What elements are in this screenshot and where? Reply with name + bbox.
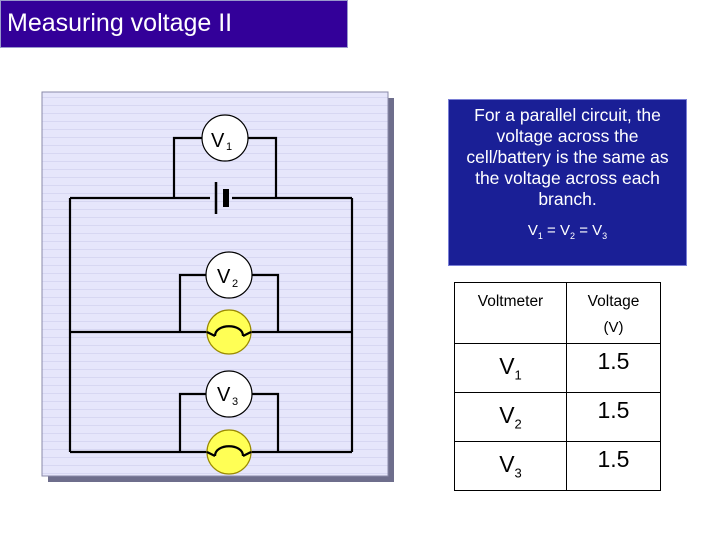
header-voltage: Voltage(V) (566, 282, 661, 344)
voltage-equation: V1 = V2 = V3 (527, 222, 608, 241)
v1-index: 1 (226, 141, 232, 153)
lamp-2 (206, 429, 252, 475)
header-voltmeter: Voltmeter (454, 282, 567, 344)
lamp-1 (206, 309, 252, 355)
title-bar: Measuring voltage II (0, 0, 348, 48)
voltmeter-cell: V1 (454, 343, 567, 393)
table-row: V1 1.5 (454, 343, 661, 393)
v3-letter: V (217, 384, 231, 406)
voltmeter-v1: V 1 (201, 114, 249, 162)
voltage-cell: 1.5 (566, 392, 661, 442)
voltage-table: Voltmeter Voltage(V) V1 1.5 V2 1.5 V3 1.… (454, 282, 661, 491)
info-box: For a parallel circuit, the voltage acro… (448, 99, 687, 266)
table-row: V2 1.5 (454, 392, 661, 442)
table-row: V3 1.5 (454, 441, 661, 491)
v3-index: 3 (232, 396, 238, 408)
v2-index: 2 (232, 278, 238, 290)
voltmeter-v3: V 3 (205, 370, 253, 418)
voltmeter-v2: V 2 (205, 251, 253, 299)
circuit-wires (68, 136, 354, 454)
voltage-cell: 1.5 (566, 441, 661, 491)
voltmeter-cell: V3 (454, 441, 567, 491)
header-unit: (V) (603, 319, 624, 336)
info-text: For a parallel circuit, the voltage acro… (466, 105, 669, 209)
slide-title: Measuring voltage II (7, 9, 233, 37)
voltmeter-cell: V2 (454, 392, 567, 442)
circuit-diagram: V 1 V 2 V 3 (40, 90, 396, 484)
v2-letter: V (217, 266, 231, 288)
cell-symbol (214, 182, 229, 214)
v1-letter: V (211, 130, 225, 152)
table-header-row: Voltmeter Voltage(V) (454, 282, 661, 344)
voltage-cell: 1.5 (566, 343, 661, 393)
